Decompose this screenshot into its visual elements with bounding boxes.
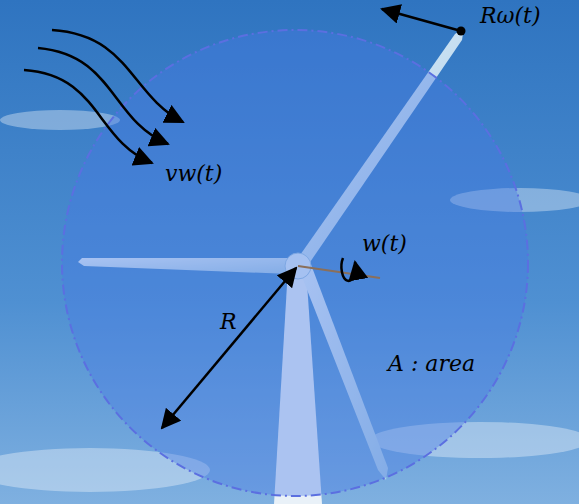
wind-speed-label: vw(t) [165,162,222,186]
shaft [298,266,380,278]
wind-arrows [24,30,183,163]
tip-speed-label: Rω(t) [480,4,541,28]
area-label: A : area [388,352,475,376]
radius-arrow [162,268,296,428]
rotation-symbol [341,258,355,281]
rotor-speed-label: w(t) [362,232,407,256]
radius-label: R [220,310,237,334]
tip-velocity-arrow [382,9,461,31]
swept-area [62,30,528,496]
